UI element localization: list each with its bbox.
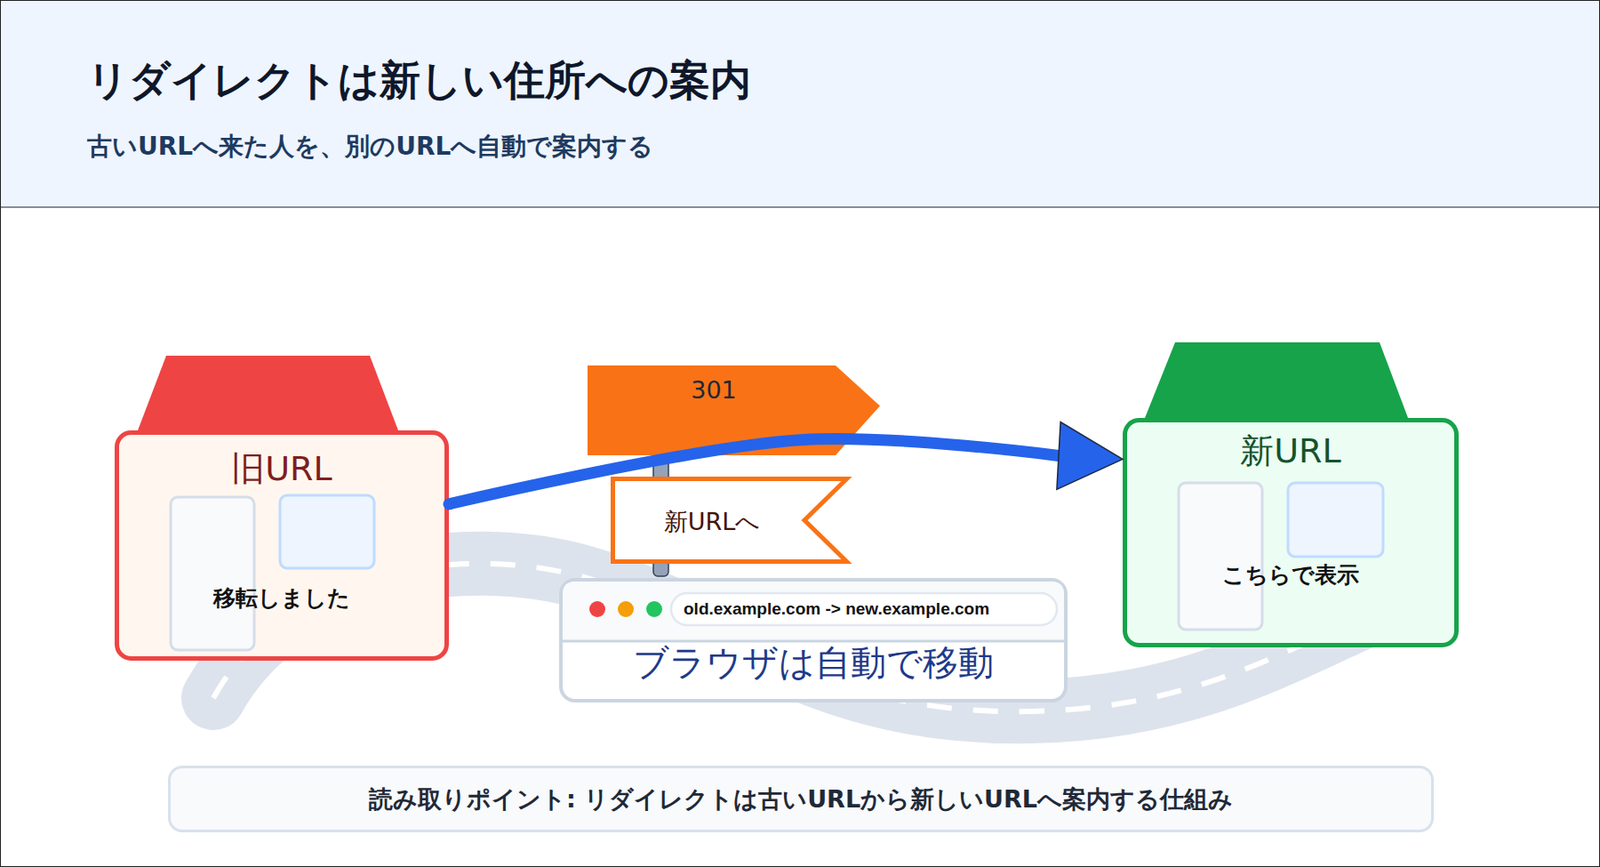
house-heading: 旧URL bbox=[114, 446, 449, 492]
browser-note: ブラウザは自動で移動 bbox=[559, 638, 1068, 688]
new-roof bbox=[1144, 342, 1408, 418]
window-dot bbox=[589, 600, 606, 617]
door bbox=[170, 496, 255, 650]
caption: 読み取りポイント: リダイレクトは古いURLから新しいURLへ案内する仕組み bbox=[168, 783, 1434, 816]
house-heading: 新URL bbox=[1122, 428, 1459, 474]
browser-window-outline bbox=[559, 577, 1068, 703]
window-dot bbox=[617, 600, 634, 617]
url-text: old.example.com -> new.example.com bbox=[683, 599, 990, 619]
browser-window: old.example.com -> new.example.com ブラウザは自… bbox=[559, 577, 1068, 703]
subtitle: 古いURLへ来た人を、別のURLへ自動で案内する bbox=[87, 129, 654, 164]
door bbox=[1178, 482, 1263, 630]
header-rule bbox=[0, 206, 1600, 208]
browser-toolbar bbox=[562, 581, 1064, 640]
title: リダイレクトは新しい住所への案内 bbox=[87, 53, 752, 109]
flag-text: 新URLへ bbox=[610, 505, 814, 538]
old-house: 旧URL 移転しました bbox=[114, 430, 449, 661]
window bbox=[1288, 482, 1384, 557]
old-roof bbox=[137, 355, 399, 431]
house-note: こちらで表示 bbox=[1122, 560, 1459, 590]
direction-flag: 新URLへ bbox=[610, 476, 849, 564]
window-dot bbox=[646, 600, 663, 617]
new-house: 新URL こちらで表示 bbox=[1122, 417, 1459, 648]
house-note: 移転しました bbox=[114, 583, 449, 613]
header-band bbox=[0, 0, 1600, 208]
window bbox=[280, 495, 375, 568]
address-bar bbox=[671, 592, 1057, 625]
arrow-head bbox=[1056, 421, 1123, 489]
sign-board bbox=[587, 365, 880, 456]
status-code: 301 bbox=[587, 376, 840, 404]
